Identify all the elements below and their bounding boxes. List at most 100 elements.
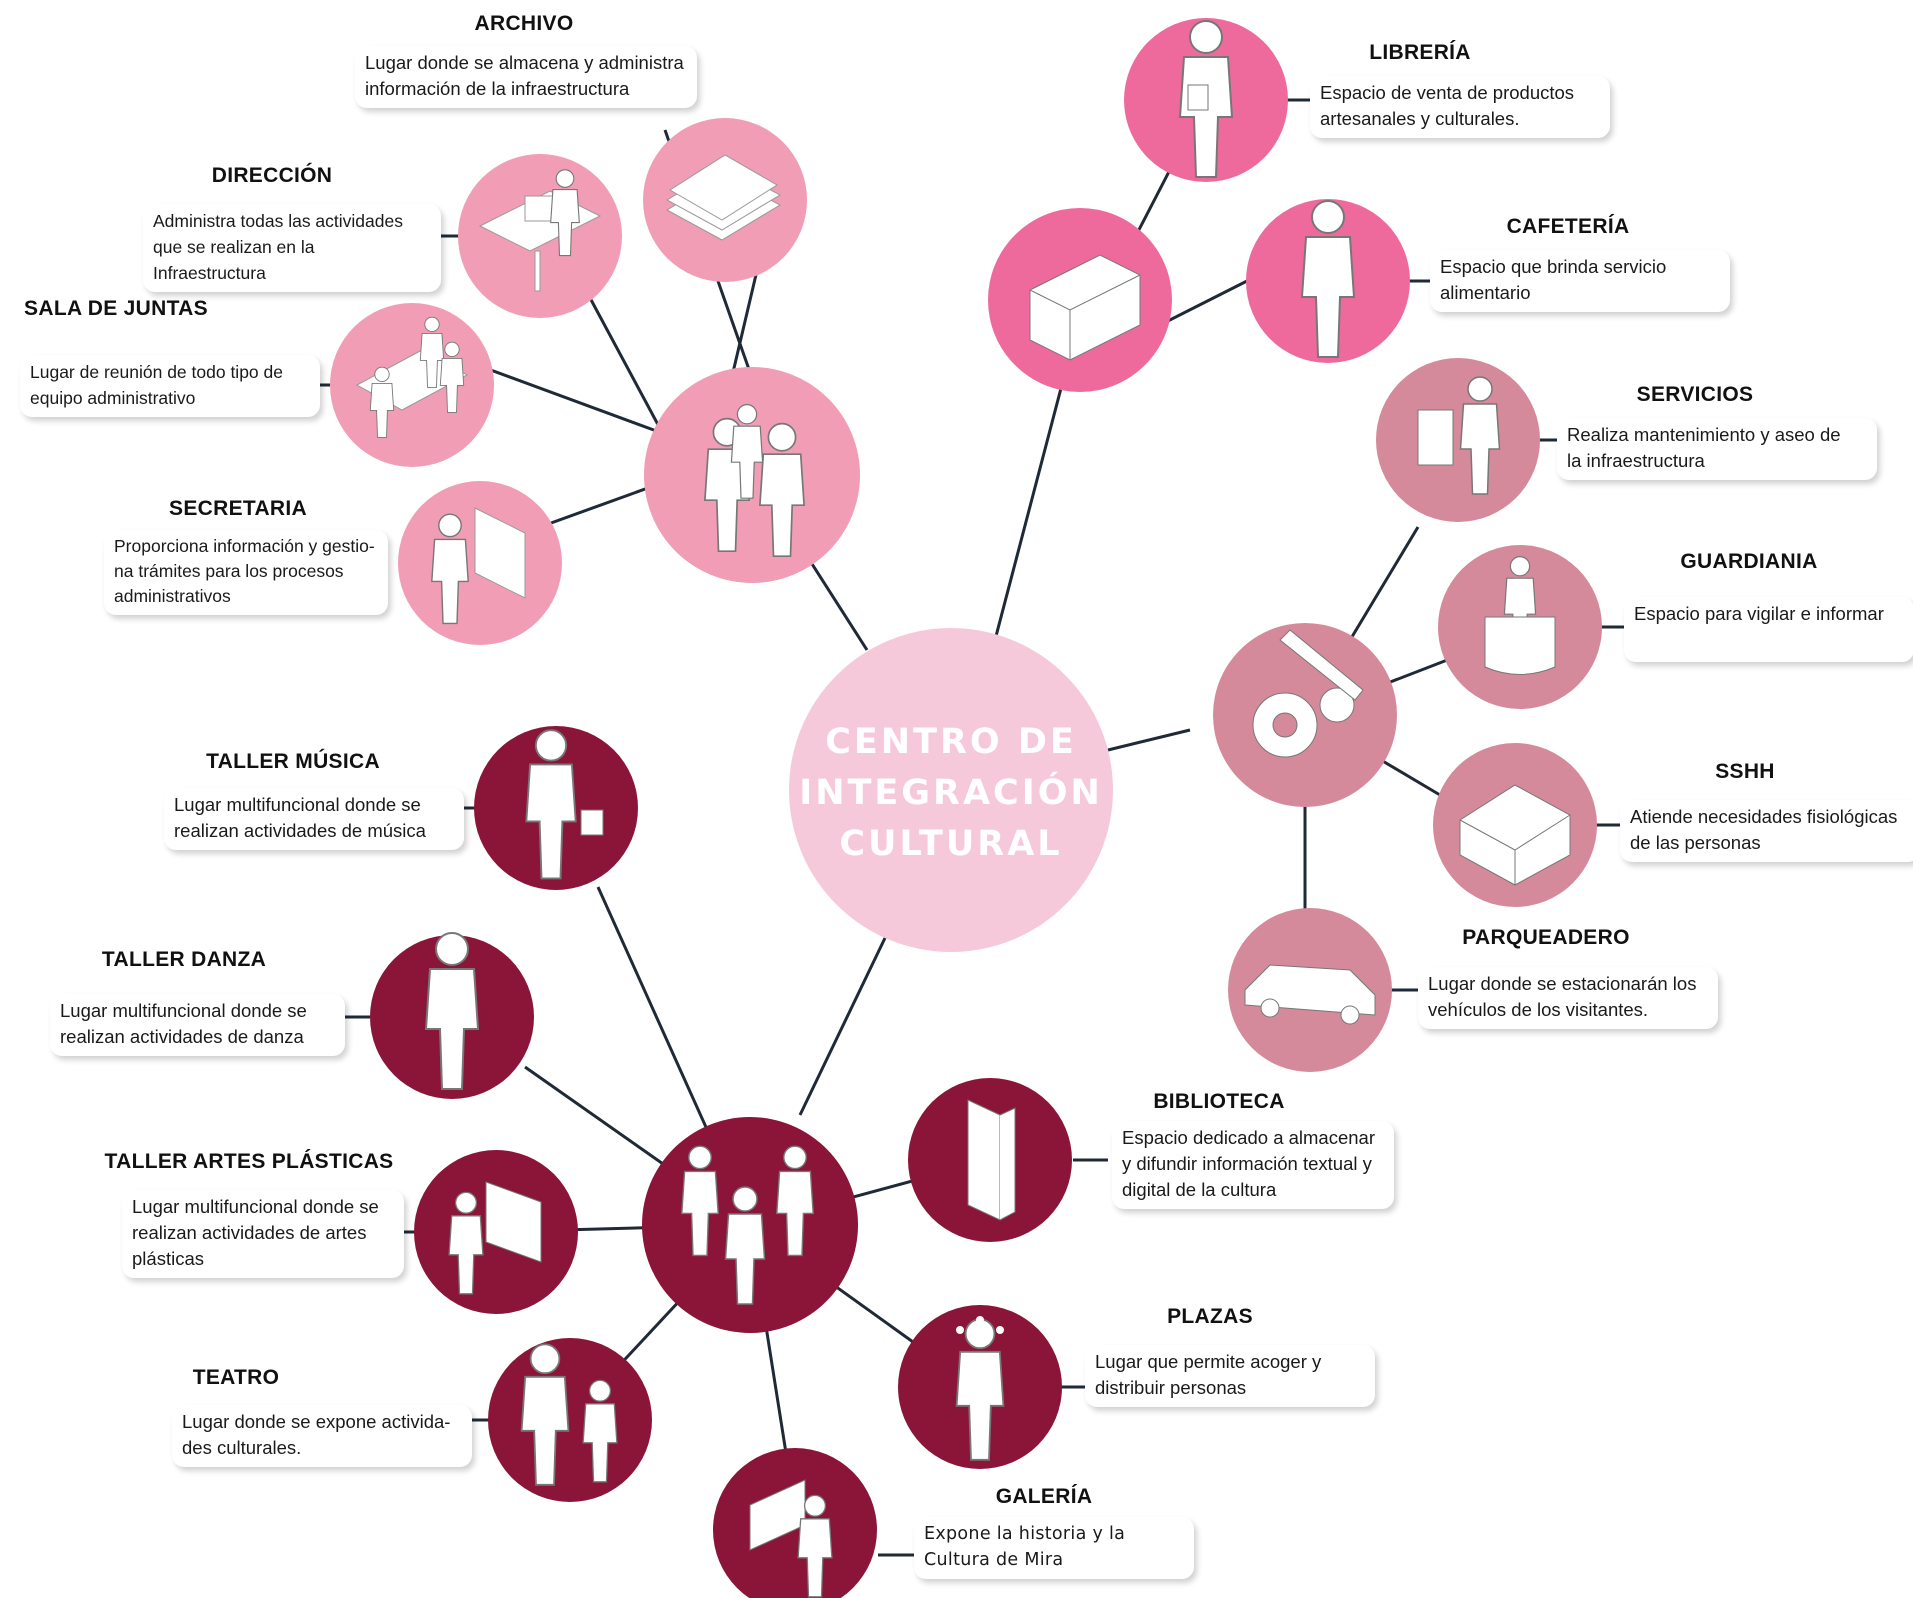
taller-artes-node xyxy=(414,1150,578,1314)
parqueadero-node xyxy=(1228,908,1392,1072)
cafeteria-desc-line: Espacio que brinda servicio xyxy=(1440,256,1667,277)
libreria-description: Espacio de venta de productos artesanale… xyxy=(1310,76,1610,138)
servicios-description: Realiza mantenimiento y aseo de la infra… xyxy=(1557,418,1877,480)
plazas-desc-line: Lugar que permite acoger y xyxy=(1095,1351,1322,1372)
taller-danza-title: TALLER DANZA xyxy=(101,948,267,971)
plazas-description: Lugar que permite acoger y distribuir pe… xyxy=(1085,1345,1375,1407)
person-carrying-books-icon xyxy=(1179,20,1233,178)
taller-danza-desc-line: realizan actividades de danza xyxy=(60,1026,304,1047)
taller-artes-desc-line: Lugar multifuncional donde se xyxy=(132,1196,379,1217)
admin-hub xyxy=(644,367,860,583)
sala-juntas-node xyxy=(330,303,494,467)
sshh-desc-line: de las personas xyxy=(1630,832,1761,853)
parqueadero-title: PARQUEADERO xyxy=(1462,926,1630,949)
meeting-table-icon xyxy=(355,316,469,438)
taller-musica-desc-line: Lugar multifuncional donde se xyxy=(174,794,421,815)
documents-icon xyxy=(665,154,782,241)
commerce-hub xyxy=(988,208,1172,392)
guardiania-title: GUARDIANIA xyxy=(1680,550,1818,573)
parqueadero-desc-line: vehículos de los visitantes. xyxy=(1428,999,1649,1020)
teatro-description: Lugar donde se expone activida- des cult… xyxy=(172,1405,472,1467)
painter-easel-icon xyxy=(448,1181,542,1295)
services-hub xyxy=(1213,623,1397,807)
bookshelf-icon xyxy=(967,1099,1016,1221)
center-label: CENTRO DE INTEGRACIÓN CULTURAL xyxy=(791,717,1111,870)
taller-artes-title: TALLER ARTES PLÁSTICAS xyxy=(104,1150,394,1173)
sshh-title: SSHH xyxy=(1715,760,1775,783)
libreria-node xyxy=(1124,18,1288,182)
galeria-desc-line: Expone la historia y la xyxy=(924,1524,1126,1544)
biblioteca-title: BIBLIOTECA xyxy=(1153,1090,1285,1113)
direccion-node xyxy=(458,154,622,318)
teatro-desc-line: Lugar donde se expone activida- xyxy=(182,1411,451,1432)
shop-icon xyxy=(1029,254,1141,361)
secretaria-node xyxy=(398,481,562,645)
biblioteca-desc-line: Espacio dedicado a almacenar xyxy=(1122,1127,1375,1148)
cafeteria-title: CAFETERÍA xyxy=(1506,215,1630,238)
biblioteca-desc-line: y difundir información textual y xyxy=(1122,1153,1372,1174)
taller-danza-desc-line: Lugar multifuncional donde se xyxy=(60,1000,307,1021)
direccion-title: DIRECCIÓN xyxy=(211,164,333,187)
archivo-desc-line: Lugar donde se almacena y administra xyxy=(365,52,684,73)
taller-danza-description: Lugar multifuncional donde se realizan a… xyxy=(50,994,345,1056)
plazas-desc-line: distribuir personas xyxy=(1095,1377,1247,1398)
presenter-board-icon xyxy=(431,507,526,625)
libreria-desc-line: Espacio de venta de productos xyxy=(1320,82,1575,103)
libreria-title: LIBRERÍA xyxy=(1369,41,1471,64)
archivo-desc-line: información de la infraestructura xyxy=(365,78,630,99)
secretaria-title: SECRETARIA xyxy=(169,497,307,520)
archivo-title: ARCHIVO xyxy=(474,12,574,35)
parqueadero-description: Lugar donde se estacionarán los vehículo… xyxy=(1418,967,1718,1029)
culture-hub xyxy=(642,1117,858,1333)
gallery-viewer-icon xyxy=(749,1479,833,1598)
guardiania-desc-line: Espacio para vigilar e informar xyxy=(1634,603,1884,624)
galeria-title: GALERÍA xyxy=(995,1485,1093,1508)
direccion-description: Administra todas las actividades que se … xyxy=(143,204,441,292)
juggler-icon xyxy=(955,1316,1005,1461)
servicios-desc-line: Realiza mantenimiento y aseo de xyxy=(1567,424,1841,445)
taller-musica-description: Lugar multifuncional donde se realizan a… xyxy=(164,788,464,850)
plazas-node xyxy=(898,1305,1062,1469)
teatro-node xyxy=(488,1338,652,1502)
guard-booth-icon xyxy=(1484,555,1556,675)
taller-musica-node xyxy=(474,726,638,890)
secretaria-desc-line: na trámites para los procesos xyxy=(114,561,344,581)
taller-musica-title: TALLER MÚSICA xyxy=(206,750,380,773)
secretaria-desc-line: administrativos xyxy=(114,586,231,606)
cafeteria-desc-line: alimentario xyxy=(1440,282,1531,303)
guardiania-description: Espacio para vigilar e informar xyxy=(1624,597,1913,662)
teatro-title: TEATRO xyxy=(192,1366,280,1389)
cafeteria-node xyxy=(1246,199,1410,363)
sala-juntas-desc-line: Lugar de reunión de todo tipo de xyxy=(30,362,283,382)
sshh-desc-line: Atiende necesidades fisiológicas xyxy=(1630,806,1898,827)
sshh-description: Atiende necesidades fisiológicas de las … xyxy=(1620,800,1913,862)
center-label-line2: INTEGRACIÓN xyxy=(799,773,1103,813)
taller-danza-node xyxy=(370,932,534,1099)
taller-artes-desc-line: plásticas xyxy=(132,1248,204,1269)
biblioteca-node xyxy=(908,1078,1072,1242)
libreria-desc-line: artesanales y culturales. xyxy=(1320,108,1520,129)
cafeteria-description: Espacio que brinda servicio alimentario xyxy=(1430,250,1730,312)
center-hub xyxy=(789,628,1113,952)
biblioteca-desc-line: digital de la cultura xyxy=(1122,1179,1277,1200)
center-label-line3: CULTURAL xyxy=(839,824,1063,864)
office-desk-icon xyxy=(478,169,602,292)
sala-juntas-description: Lugar de reunión de todo tipo de equipo … xyxy=(20,355,320,417)
car-icon xyxy=(1244,964,1376,1025)
sala-juntas-desc-line: equipo administrativo xyxy=(30,388,196,408)
guardiania-node xyxy=(1438,545,1602,709)
taller-musica-desc-line: realizan actividades de música xyxy=(174,820,426,841)
teatro-desc-line: des culturales. xyxy=(182,1437,302,1458)
direccion-desc-line: Administra todas las actividades xyxy=(153,211,403,231)
center-label-line1: CENTRO DE xyxy=(825,722,1077,762)
taller-artes-desc-line: realizan actividades de artes xyxy=(132,1222,367,1243)
cleaning-cart-icon xyxy=(1417,376,1501,495)
taller-artes-description: Lugar multifuncional donde se realizan a… xyxy=(122,1190,404,1278)
guitarist-icon xyxy=(525,729,604,880)
archivo-node xyxy=(643,118,807,282)
galeria-description: Expone la historia y la Cultura de Mira xyxy=(914,1517,1194,1579)
parqueadero-desc-line: Lugar donde se estacionarán los xyxy=(1428,973,1697,994)
galeria-node xyxy=(713,1448,877,1598)
servicios-node xyxy=(1376,358,1540,522)
